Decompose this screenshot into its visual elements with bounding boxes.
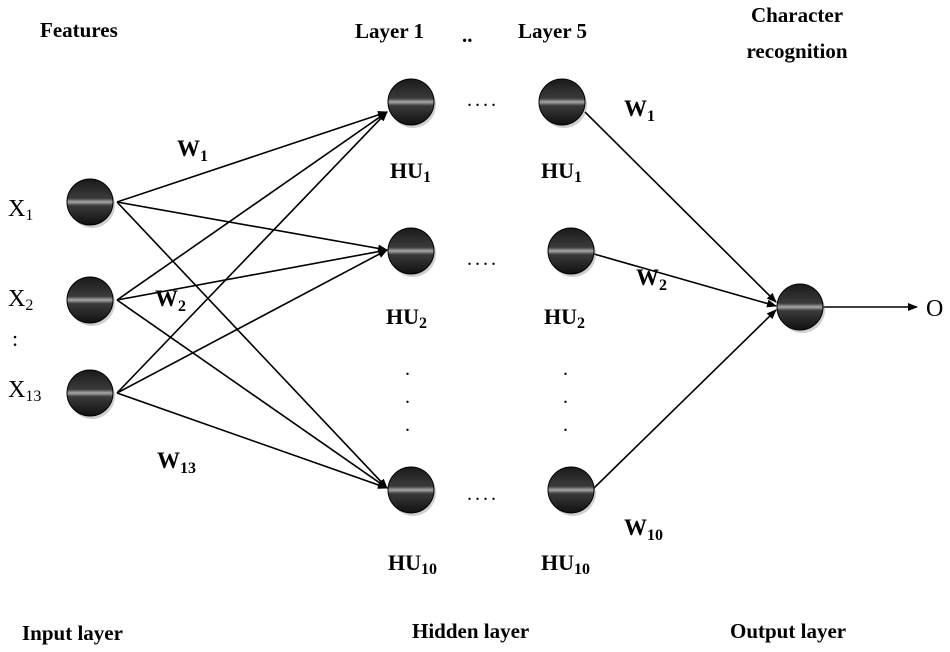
row-gap-dots-2: .... [467,248,499,270]
connection-lines [116,111,918,489]
column-dot-5a: . [563,358,568,380]
hidden-node-layer5-hu10 [547,466,596,516]
weight-label-w1: W1 [177,136,208,165]
layer-first-label: Layer 1 [355,19,424,43]
input-label-x1: X1 [8,196,33,224]
input-node-x13 [66,369,115,419]
edge-x1-hu1 [116,111,388,203]
output-weight-label-w2: W2 [636,265,667,294]
edge-x2-hu2 [116,247,388,301]
task-label-line2: recognition [746,39,847,63]
input-dots: : [12,326,18,351]
hidden-node-layer5-hu2 [547,227,596,277]
edge-x1-hu2 [116,201,388,253]
column-dot-1b: . [405,386,410,408]
layer-ellipsis: .. [462,23,473,47]
hidden-layer-label: Hidden layer [412,619,529,643]
hidden-node-layer5-hu1 [538,78,587,128]
hidden-label-layer1-hu2: HU2 [386,304,427,332]
edge-x13-hu10 [116,392,388,489]
weight-label-w2: W2 [155,286,186,315]
hidden-label-layer5-hu2: HU2 [544,304,585,332]
edge-x13-hu2 [116,249,388,394]
row-gap-dots-1: .... [467,89,499,111]
hidden-node-layer1-hu2 [387,227,436,277]
weight-label-w13: W13 [157,448,196,477]
column-dot-1a: . [405,358,410,380]
output-node [776,283,825,333]
hidden-node-layer1-hu1 [387,78,436,128]
hidden-label-layer5-hu1: HU1 [541,158,582,186]
output-weight-label-w1: W1 [624,96,655,125]
input-label-x13: X13 [8,377,41,405]
input-label-x2: X2 [8,286,33,314]
column-dot-5b: . [563,386,568,408]
edge-x2-hu10 [116,299,388,489]
hidden-node-layer1-hu10 [387,466,436,516]
output-label: O [926,296,943,322]
input-node-x1 [66,178,115,228]
row-gap-dots-10: .... [467,483,499,505]
nodes [66,78,825,516]
task-label-line1: Character [751,3,843,27]
edge-hu1-out [584,111,777,303]
input-node-x2 [66,276,115,326]
hidden-label-layer5-hu10: HU10 [541,550,590,578]
edge-x13-hu1 [116,111,388,394]
input-layer-label: Input layer [22,621,123,645]
column-dot-1c: . [405,414,410,436]
hidden-label-layer1-hu1: HU1 [390,158,431,186]
layer-last-label: Layer 5 [518,19,587,43]
output-layer-label: Output layer [730,619,846,643]
output-weight-label-w10: W10 [624,515,663,544]
edge-hu10-out [593,309,777,489]
column-dot-5c: . [563,414,568,436]
edge-hu2-out [593,253,777,308]
features-label: Features [40,18,118,42]
hidden-label-layer1-hu10: HU10 [388,550,437,578]
edge-x1-hu10 [116,201,388,489]
edge-x2-hu1 [116,111,388,301]
